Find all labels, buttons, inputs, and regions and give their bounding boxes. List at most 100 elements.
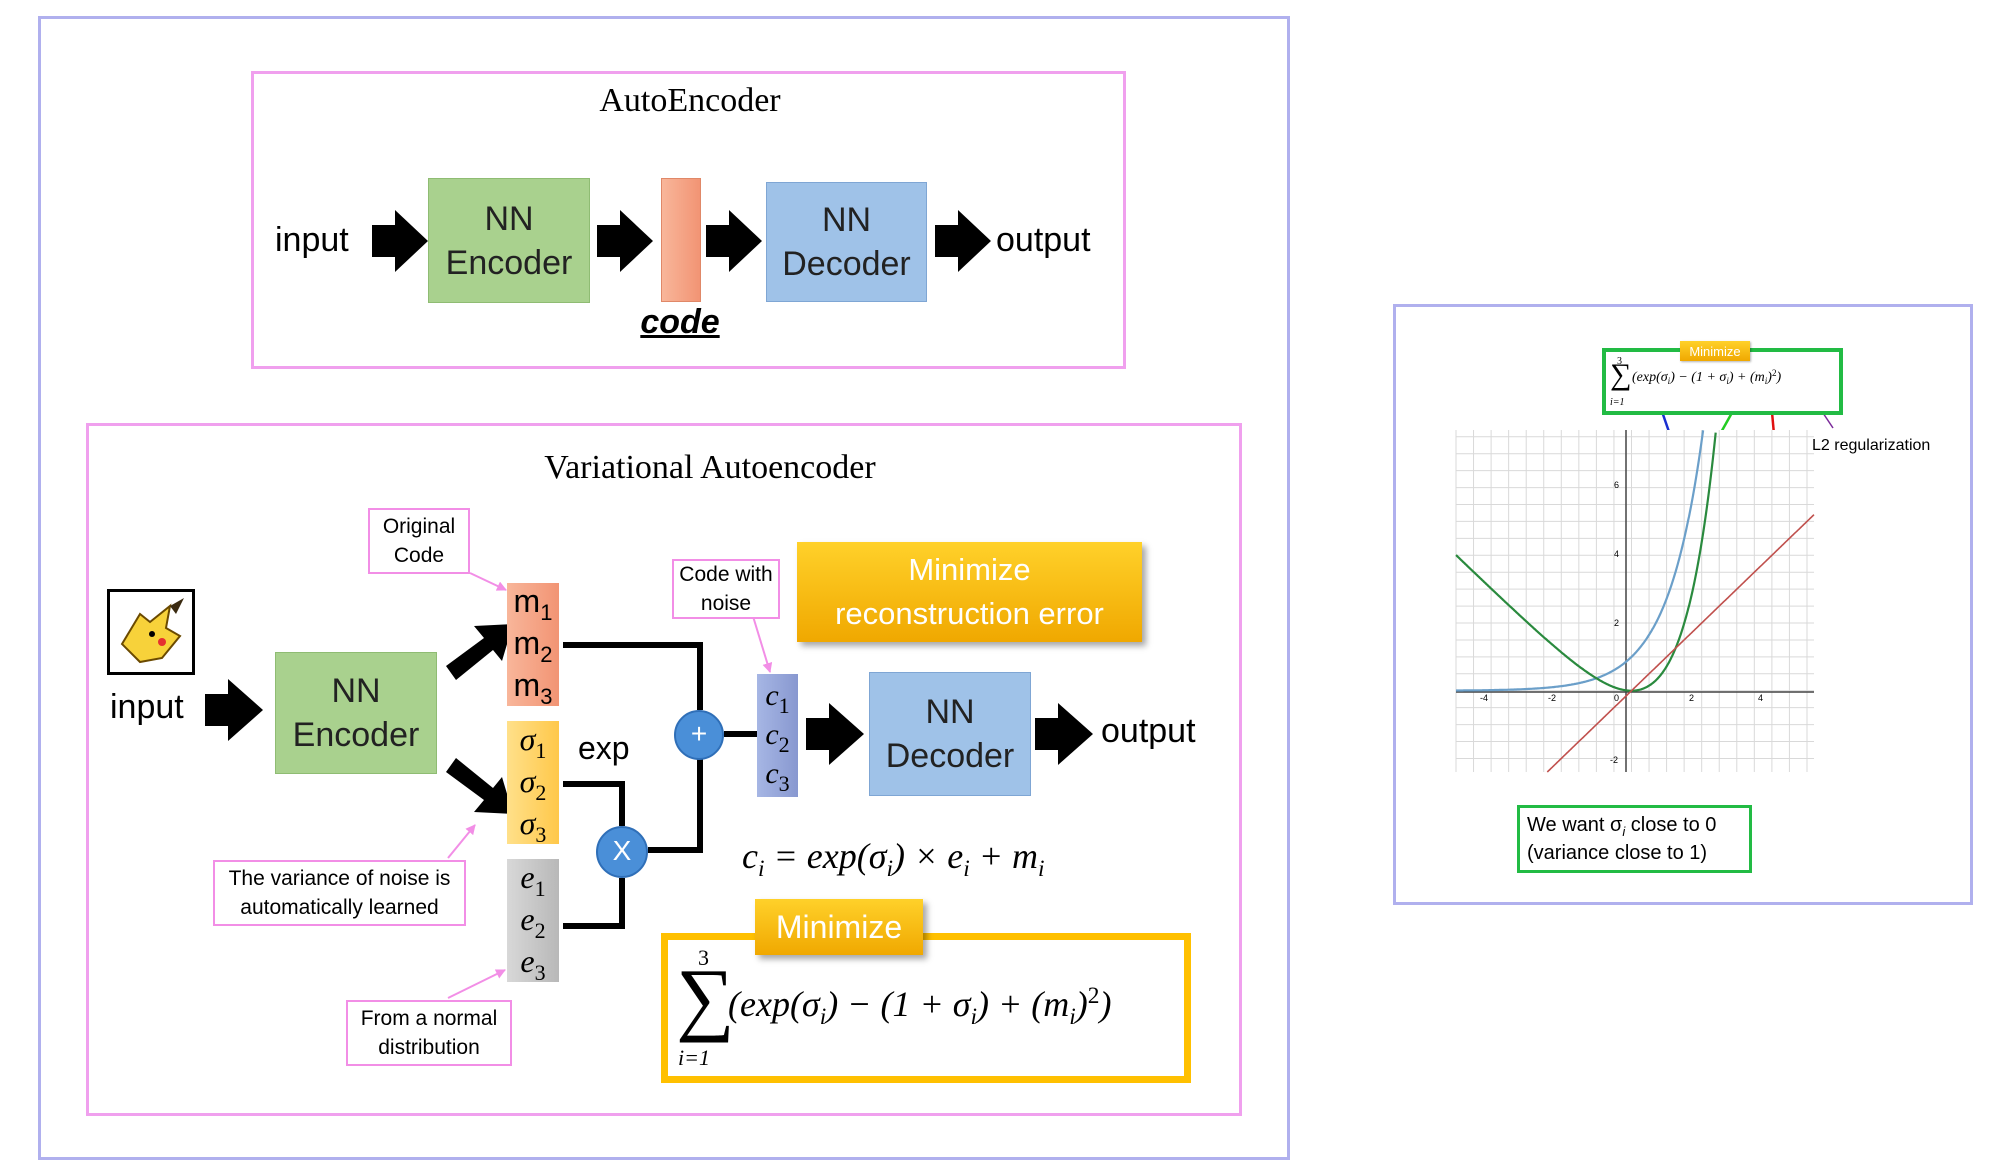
sigma3-sym: σ: [519, 804, 536, 841]
c3-sub: 3: [778, 771, 790, 796]
sum-sub-1: i: [819, 1004, 827, 1031]
sum-sup: 2: [1087, 983, 1100, 1010]
sigma1-sym: σ: [519, 720, 536, 757]
curve-exp-sigma: [1456, 430, 1705, 692]
vae-decoder-line2: Decoder: [885, 737, 1015, 775]
callout-variance-line1: The variance of noise is: [228, 867, 451, 890]
curve-linear: [1546, 514, 1815, 773]
ae-arrow-code: [706, 210, 762, 272]
right-sum-body-3: ) + (m: [1728, 370, 1765, 385]
minimize-sum-tag: Minimize: [755, 899, 923, 955]
sum-body-1: (exp(σ: [728, 984, 820, 1024]
callout-noise-line1: Code with: [679, 563, 773, 586]
m2-sym: m: [513, 624, 541, 661]
callout-variance-line2: automatically learned: [240, 896, 439, 919]
callout-normal-line1: From a normal: [360, 1007, 498, 1030]
right-sum-sup: 2: [1771, 368, 1777, 378]
callout-normal-dist: From a normal distribution: [346, 1000, 512, 1066]
sum-body-2: ) − (1 + σ: [826, 984, 971, 1024]
vae-title: Variational Autoencoder: [544, 449, 876, 486]
sigma2-sub: 2: [535, 779, 547, 805]
sigma-vector: σ1 σ2 σ3: [507, 720, 559, 847]
sum-formula: 3 ∑ i=1 (exp(σi) − (1 + σi) + (mi)2): [676, 945, 1186, 1075]
l2-label: L2 regularization: [1812, 437, 1931, 454]
vae-decoder-line1: NN: [925, 693, 975, 731]
vae-lines: [563, 642, 757, 929]
e2-sub: 2: [534, 917, 546, 943]
ci-rhs3: + m: [969, 836, 1039, 876]
c1-sym: c: [765, 679, 779, 712]
input-image: [107, 589, 195, 675]
e3-sym: e: [520, 942, 535, 979]
note-text-a: We want σ: [1527, 814, 1623, 836]
right-sum-formula: 3 ∑ i=1 (exp(σi) − (1 + σi) + (mi)2): [1610, 356, 1840, 412]
c2-sym: c: [765, 718, 779, 751]
sum-body-3: ) + (m: [977, 984, 1070, 1024]
ae-decoder: NN Decoder: [766, 182, 927, 302]
m1-sym: m: [513, 582, 541, 619]
note-line1: We want σi close to 0: [1527, 812, 1749, 840]
callout-original-line2: Code: [393, 544, 445, 567]
autoencoder-frame: [251, 71, 1126, 369]
e3-sub: 3: [534, 959, 546, 985]
vae-decoder: NN Decoder: [869, 672, 1031, 796]
tick-y-2: 2: [1614, 618, 1620, 628]
ae-title: AutoEncoder: [599, 82, 781, 119]
ci-rhs2: ) × e: [892, 836, 964, 876]
tick-x-2: 2: [1689, 693, 1695, 703]
vae-frame: [86, 423, 1242, 1116]
vae-arrow-output: [1035, 703, 1093, 765]
note-line2: (variance close to 1): [1527, 842, 1708, 864]
right-sum-body-4: ): [1767, 370, 1772, 385]
vae-input-label: input: [110, 688, 184, 726]
vae-encoder: NN Encoder: [275, 652, 437, 774]
right-sum-sub-3: i: [1764, 376, 1768, 387]
note-text-b: close to 0: [1625, 814, 1717, 836]
sum-sub-2: i: [970, 1004, 978, 1031]
right-sum-body-2: ) − (1 + σ: [1670, 370, 1727, 385]
callout-code-with-noise: Code with noise: [672, 559, 780, 619]
right-formula-box: [1602, 348, 1843, 415]
ci-m-sub: i: [1038, 856, 1045, 883]
right-sum-bottom: i=1: [1610, 397, 1625, 408]
sum-bottom: i=1: [678, 1045, 710, 1070]
note-box: We want σi close to 0 (variance close to…: [1517, 805, 1752, 873]
ae-output-label: output: [996, 221, 1091, 259]
c2-sub: 2: [778, 732, 790, 757]
note-sub: i: [1622, 823, 1626, 839]
minimize-recon-line1: Minimize: [908, 552, 1031, 587]
tick-x-0: 0: [1614, 693, 1620, 703]
m3-sym: m: [513, 666, 541, 703]
tick-y-6: 6: [1614, 480, 1620, 490]
tick-x-4: 4: [1758, 693, 1764, 703]
callout-variance: The variance of noise is automatically l…: [213, 860, 466, 926]
e1-sym: e: [520, 858, 535, 895]
vae-arrow-to-decoder: [806, 703, 864, 765]
ae-decoder-line2: Decoder: [782, 245, 911, 283]
ae-encoder: NN Encoder: [428, 178, 590, 303]
right-sum-sub-1: i: [1667, 376, 1671, 387]
times-circle: X: [596, 826, 648, 878]
callout-arrows: [447, 572, 773, 999]
sum-sub-3: i: [1069, 1004, 1076, 1031]
c1-sub: 1: [778, 693, 790, 718]
tick-y-4: 4: [1614, 549, 1620, 559]
ae-decoder-line1: NN: [821, 201, 872, 239]
ae-encoder-line1: NN: [484, 199, 534, 238]
sum-body-5: ): [1099, 984, 1112, 1024]
ae-encoder-line2: Encoder: [445, 243, 573, 282]
ci-lhs: c: [742, 836, 758, 876]
exp-label: exp: [578, 730, 630, 766]
ci-rhs1-sub: i: [886, 856, 893, 883]
vae-encoder-line2: Encoder: [292, 716, 420, 754]
ci-e-sub: i: [963, 856, 970, 883]
ae-arrows: [372, 210, 991, 272]
right-panel-frame: [1393, 304, 1973, 905]
sigma1-sub: 1: [535, 737, 547, 763]
ci-formula: ci = exp(σi) × ei + mi: [742, 835, 1045, 882]
pikachu-icon: [120, 598, 184, 664]
c-vector: c1 c2 c3: [757, 674, 798, 797]
vae-arrow-to-sigma: [446, 758, 513, 814]
sum-sigma-icon: ∑: [676, 952, 735, 1043]
